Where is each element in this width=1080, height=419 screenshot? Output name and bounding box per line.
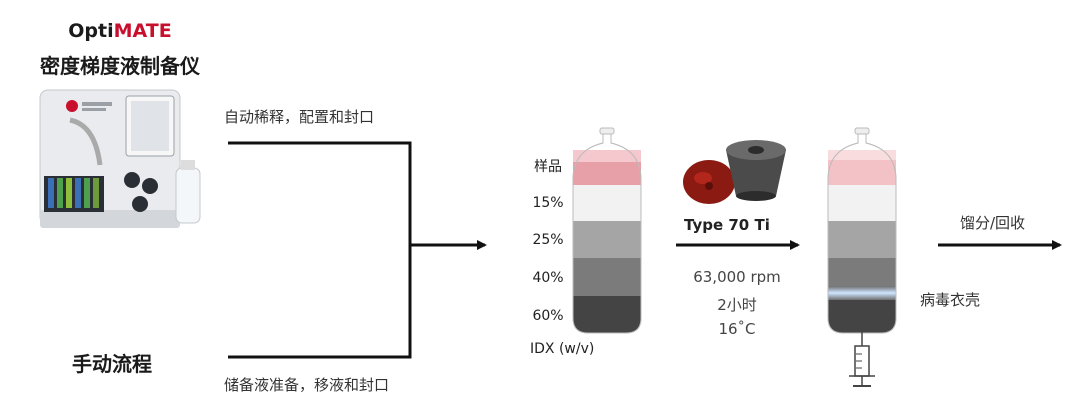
- automatic-path-label: 自动稀释，配置和封口: [224, 108, 375, 126]
- virus-band: [828, 286, 896, 300]
- centrifuge-temp: 16˚C: [718, 320, 756, 338]
- syringe-icon: [849, 316, 875, 387]
- gradient-media-label: IDX (w/v): [530, 341, 595, 357]
- manual-title: 手动流程: [72, 352, 152, 376]
- gradient-tube-after: [827, 127, 897, 334]
- brand-part2: MATE: [113, 20, 172, 42]
- brand-part1: Opti: [68, 20, 114, 42]
- virus-band-label: 病毒衣壳: [920, 291, 981, 309]
- layer-label-sample: 样品: [534, 159, 562, 175]
- manual-path-label: 储备液准备，移液和封口: [224, 376, 390, 394]
- gradient-tube-before: [572, 127, 642, 334]
- centrifuge-time: 2小时: [717, 296, 757, 314]
- brand-logo: OptiMATE: [60, 20, 180, 42]
- layer-label-25: 25%: [532, 232, 564, 248]
- collection-label: 馏分/回收: [960, 214, 1026, 232]
- layer-label-60: 60%: [532, 308, 564, 324]
- instrument-illustration: [39, 89, 201, 228]
- rotor-illustration: [683, 140, 786, 204]
- layer-label-40: 40%: [532, 270, 564, 286]
- centrifuge-speed: 63,000 rpm: [693, 268, 781, 286]
- instrument-title: 密度梯度液制备仪: [40, 54, 200, 78]
- layer-label-15: 15%: [532, 195, 564, 211]
- rotor-name: Type 70 Ti: [684, 216, 770, 234]
